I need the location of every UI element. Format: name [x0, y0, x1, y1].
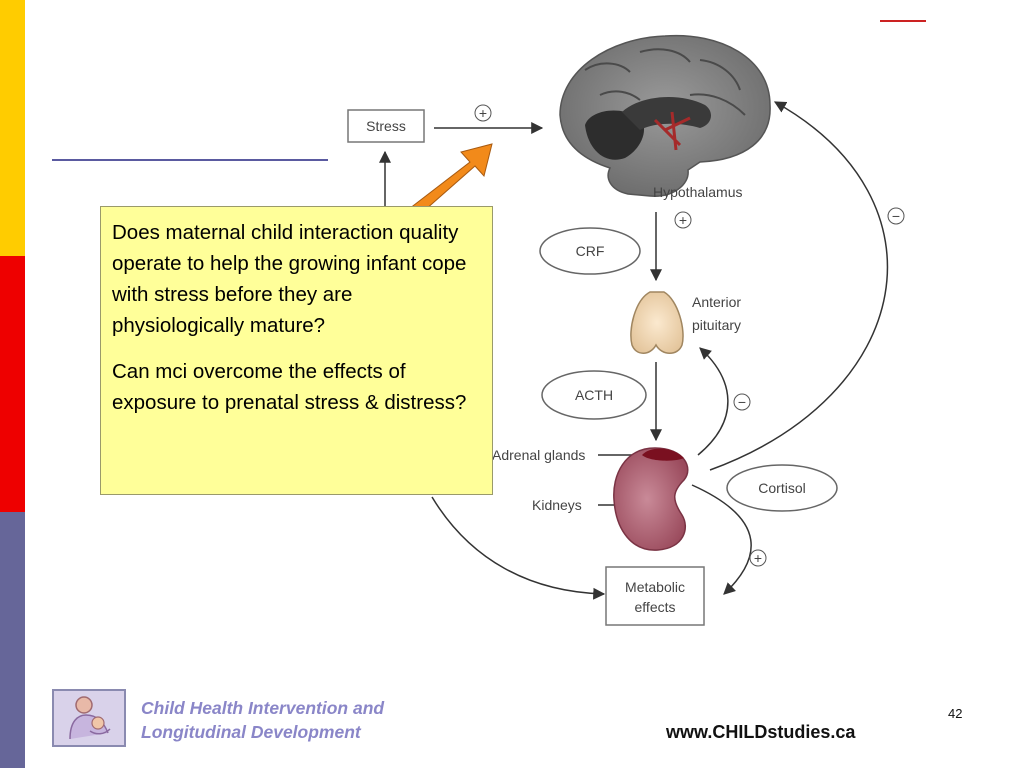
- minus-sign-pituitary: [733, 393, 751, 411]
- metabolic-label-line2: effects: [635, 599, 676, 615]
- anterior-pituitary-illustration: [630, 291, 684, 354]
- org-name-line1: Child Health Intervention and: [141, 698, 385, 718]
- org-name: Child Health Intervention and Longitudin…: [141, 696, 384, 744]
- crf-ellipse: [539, 227, 641, 275]
- note-paragraph-2: Can mci overcome the effects of exposure…: [112, 360, 467, 414]
- metabolic-loop-arrow: [431, 496, 606, 600]
- question-note-box: Does maternal child interaction quality …: [100, 206, 493, 495]
- stress-label: Stress: [366, 118, 406, 134]
- org-logo: [52, 689, 126, 747]
- plus-label-stress: +: [479, 105, 487, 121]
- cortisol-feedback-pituitary-arrow: [697, 347, 729, 456]
- adrenal-glands-label: Adrenal glands: [492, 447, 585, 463]
- plus-sign-stress: [474, 104, 492, 122]
- mother-child-logo-icon: [54, 691, 124, 745]
- plus-sign-metabolic: [749, 549, 767, 567]
- cortisol-feedback-brain-arrow: [709, 101, 889, 471]
- kidney-illustration: [613, 447, 689, 551]
- kidneys-label: Kidneys: [532, 497, 582, 513]
- metabolic-effects-box: [605, 566, 705, 626]
- org-name-line2: Longitudinal Development: [141, 722, 361, 742]
- hypothalamus-label: Hypothalamus: [653, 184, 743, 200]
- cortisol-to-metabolic-arrow: [691, 484, 752, 595]
- minus-label-brain: −: [892, 208, 900, 224]
- acth-label: ACTH: [575, 387, 613, 403]
- cortisol-ellipse: [726, 464, 838, 512]
- diagram-arrows: [379, 101, 889, 600]
- plus-sign-crf: [674, 211, 692, 229]
- plus-label-crf: +: [679, 212, 687, 228]
- acth-ellipse: [541, 370, 647, 420]
- minus-sign-brain: [887, 207, 905, 225]
- slide-number: 42: [948, 706, 963, 721]
- corner-accent-line: [880, 20, 926, 22]
- sign-markers: + + − − +: [474, 104, 905, 567]
- sidebar-band-red: [0, 256, 25, 512]
- note-paragraph-1: Does maternal child interaction quality …: [112, 221, 467, 337]
- cortisol-label: Cortisol: [758, 480, 805, 496]
- anterior-pituitary-label-line2: pituitary: [692, 317, 741, 333]
- brain-illustration: [559, 34, 771, 197]
- sidebar-band-blue: [0, 512, 25, 768]
- anterior-pituitary-label-line1: Anterior: [692, 294, 741, 310]
- minus-label-pituitary: −: [738, 394, 746, 410]
- sidebar-band-yellow: [0, 0, 25, 256]
- crf-label: CRF: [576, 243, 605, 259]
- title-underline: [52, 159, 328, 161]
- stress-box: [347, 109, 425, 143]
- metabolic-label-line1: Metabolic: [625, 579, 685, 595]
- plus-label-metabolic: +: [754, 550, 762, 566]
- website-url: www.CHILDstudies.ca: [666, 722, 856, 742]
